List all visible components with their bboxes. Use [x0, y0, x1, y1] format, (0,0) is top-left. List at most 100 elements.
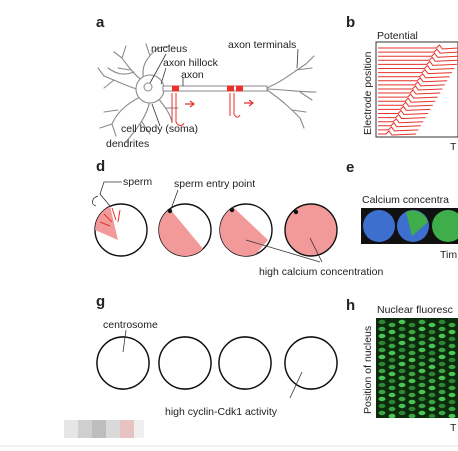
- sperm-entry-dot: [167, 208, 173, 214]
- kymograph-nucleus-spot: [408, 364, 416, 370]
- panel-b-ylabel: Electrode position: [362, 51, 374, 135]
- label-centrosome: centrosome: [103, 319, 158, 331]
- kymograph-nucleus-spot: [378, 403, 386, 409]
- panel-d-letter: d: [96, 158, 105, 175]
- leader-calcium-2: [309, 237, 323, 263]
- kymograph-nucleus-spot: [388, 406, 396, 412]
- label-high-calcium: high calcium concentration: [259, 266, 383, 278]
- panel-g-letter: g: [96, 293, 105, 310]
- kymograph-nucleus-spot: [418, 410, 426, 416]
- leader-sperm-entry: [170, 189, 179, 210]
- potential-trace: [378, 56, 458, 62]
- potential-trace: [378, 126, 419, 132]
- sperm-arrows: [99, 207, 121, 227]
- kymograph-nucleus-spot: [418, 368, 426, 374]
- label-cell-body: cell body (soma): [121, 123, 198, 135]
- egg-g4: [284, 336, 338, 390]
- kymograph-nucleus-spot: [438, 333, 446, 339]
- kymograph-nucleus-spot: [448, 392, 456, 398]
- kymograph-nucleus-spot: [448, 364, 456, 370]
- kymograph-nucleus-spot: [388, 357, 396, 363]
- kymograph-nucleus-spot: [378, 382, 386, 388]
- kymograph-nucleus-spot: [418, 382, 426, 388]
- panel-g: g: [64, 293, 338, 438]
- kymograph-nucleus-spot: [448, 385, 456, 391]
- sperm-bracket: [92, 195, 99, 207]
- egg-d2: [158, 203, 212, 257]
- kymograph-nucleus-spot: [398, 326, 406, 332]
- kymograph-nucleus-spot: [428, 350, 436, 356]
- kymograph-nucleus-spot: [438, 354, 446, 360]
- egg-g2: [158, 336, 212, 390]
- kymograph-nucleus-spot: [448, 406, 456, 412]
- potential-trace: [378, 48, 458, 54]
- kymograph-nucleus-spot: [448, 350, 456, 356]
- kymograph-nucleus-spot: [378, 354, 386, 360]
- kymograph-nucleus-spot: [388, 413, 396, 419]
- panel-b-letter: b: [346, 14, 355, 31]
- potential-trace: [378, 89, 441, 95]
- panel-b-frame: [375, 41, 458, 138]
- leader-cyclin: [289, 371, 303, 399]
- kymograph-nucleus-spot: [388, 378, 396, 384]
- potential-trace: [378, 97, 436, 103]
- kymograph-nucleus-spot: [448, 322, 456, 328]
- kymograph-nucleus-spot: [448, 399, 456, 405]
- kymograph-nucleus-spot: [438, 403, 446, 409]
- kymograph-nucleus-spot: [438, 396, 446, 402]
- egg-d4: [284, 203, 338, 257]
- panel-e-title: Calcium concentra: [362, 194, 449, 206]
- kymograph-nucleus-spot: [438, 410, 446, 416]
- kymograph-nucleus-spot: [378, 368, 386, 374]
- panel-h-letter: h: [346, 297, 355, 314]
- kymograph-nucleus-spot: [378, 410, 386, 416]
- kymograph-nucleus-spot: [378, 347, 386, 353]
- kymograph-nucleus-spot: [378, 375, 386, 381]
- potential-trace: [378, 117, 424, 124]
- kymograph-nucleus-spot: [408, 329, 416, 335]
- kymograph-nucleus-spot: [408, 357, 416, 363]
- kymograph-nucleus-spot: [388, 399, 396, 405]
- panel-h-xlabel: T: [450, 422, 457, 434]
- kymograph-nucleus-spot: [428, 406, 436, 412]
- panel-b: b Potential Electrode position T: [346, 14, 458, 153]
- axon-terminals: [266, 55, 317, 129]
- potential-trace: [378, 85, 443, 91]
- kymograph-nucleus-spot: [408, 406, 416, 412]
- kymograph-nucleus-spot: [428, 371, 436, 377]
- kymograph-nucleus-spot: [398, 319, 406, 325]
- leader-axon-hillock: [160, 67, 167, 85]
- kymograph-nucleus-spot: [378, 333, 386, 339]
- kymograph-nucleus-spot: [398, 389, 406, 395]
- leader-calcium-1: [245, 239, 321, 263]
- kymograph-nucleus-spot: [398, 375, 406, 381]
- kymograph-nucleus-spot: [438, 347, 446, 353]
- kymograph-frame: [376, 318, 458, 418]
- kymograph-nucleus-spot: [438, 382, 446, 388]
- potential-trace: [378, 52, 458, 58]
- kymograph-nucleus-spot: [438, 340, 446, 346]
- potential-trace: [378, 113, 426, 120]
- kymograph-nucleus-spot: [428, 399, 436, 405]
- kymograph-nucleus-spot: [418, 375, 426, 381]
- label-nucleus: nucleus: [151, 43, 187, 55]
- kymograph-nucleus-spot: [438, 326, 446, 332]
- kymograph-nucleus-spot: [388, 392, 396, 398]
- kymograph-nucleus-spot: [418, 361, 426, 367]
- action-potential-trace-1: [171, 93, 195, 126]
- leader-centrosome: [122, 329, 127, 353]
- nucleus: [143, 82, 153, 92]
- panel-a: a: [96, 14, 317, 150]
- kymograph-nucleus-spot: [398, 403, 406, 409]
- panel-h: h Nuclear fluoresc Position of nucleus T: [346, 297, 458, 434]
- label-high-cyclin: high cyclin-Cdk1 activity: [165, 406, 278, 418]
- action-potential-segment-2: [227, 85, 234, 92]
- potential-trace: [378, 122, 421, 128]
- panel-b-xlabel: T: [450, 141, 457, 153]
- egg-d3: [219, 203, 273, 257]
- panel-a-letter: a: [96, 14, 105, 31]
- kymograph-nucleus-spot: [408, 413, 416, 419]
- potential-trace: [378, 101, 433, 107]
- kymograph-nucleus-spot: [418, 333, 426, 339]
- kymograph-nucleus-spot: [378, 340, 386, 346]
